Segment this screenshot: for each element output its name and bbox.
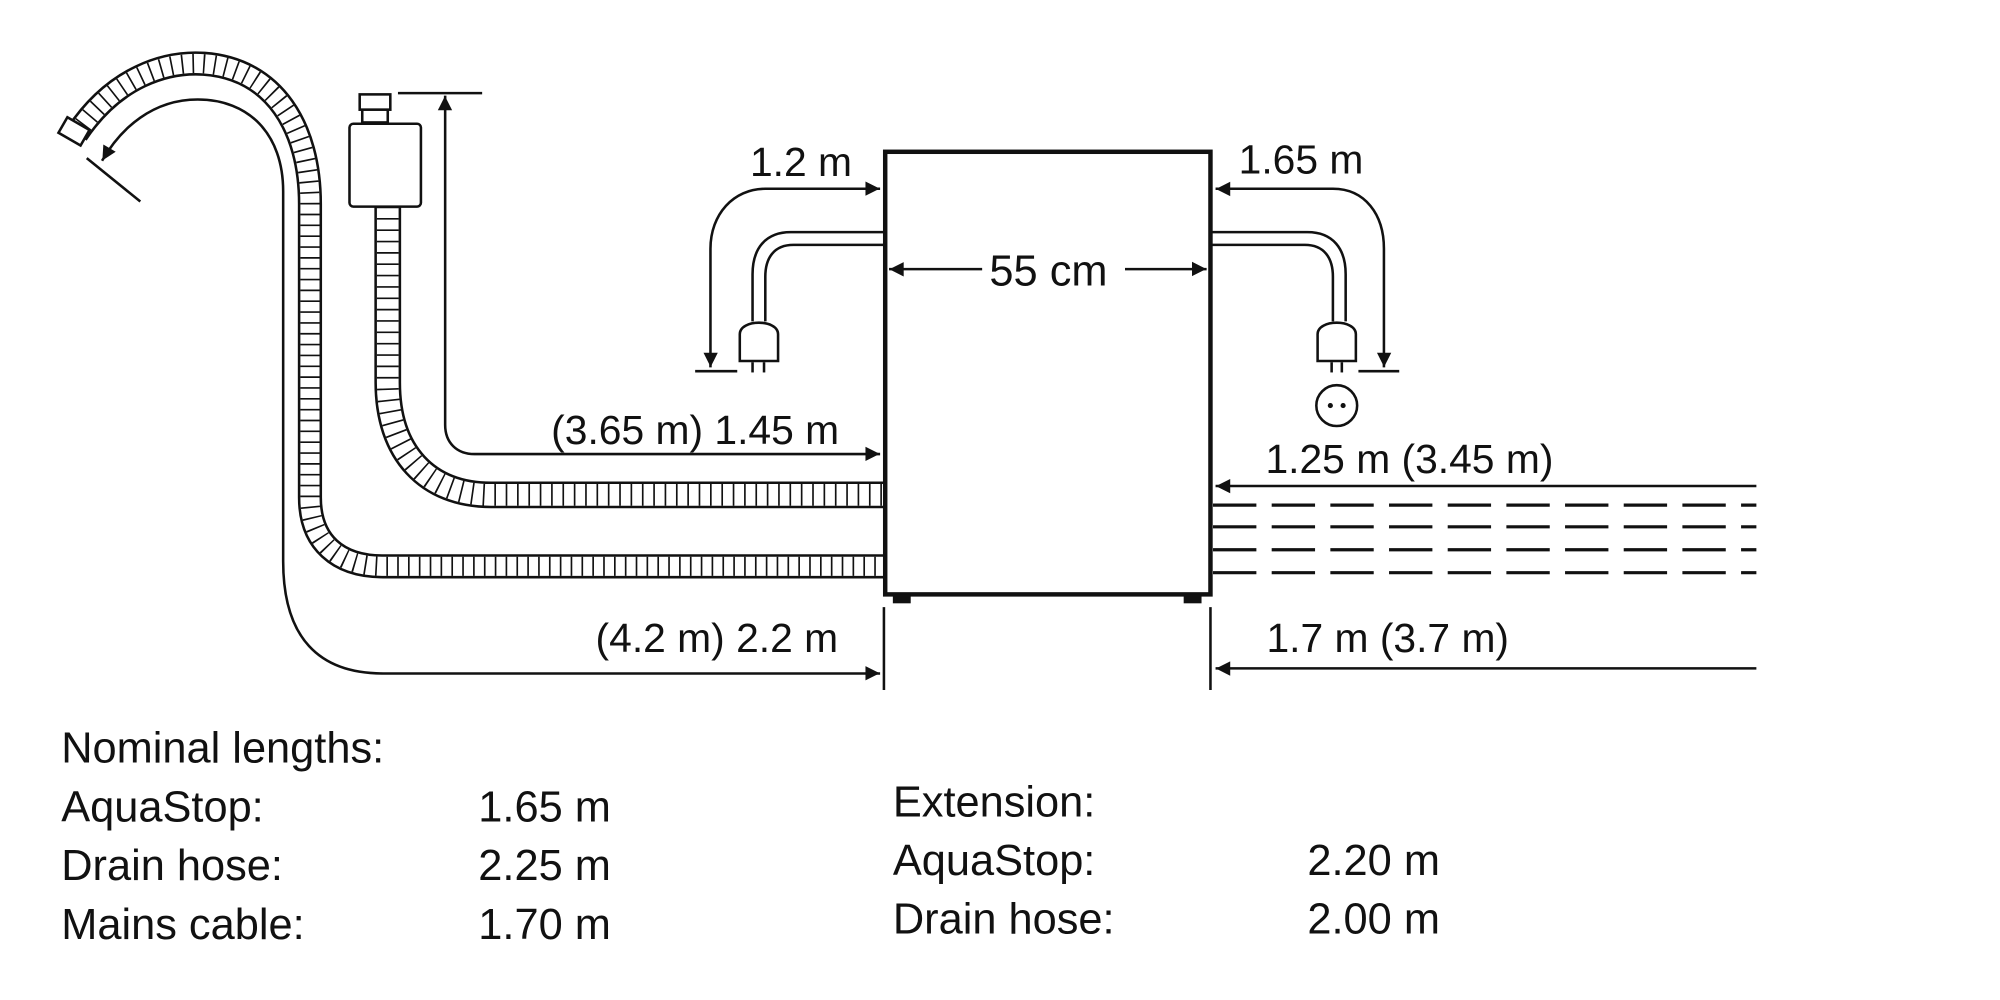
extension-row-value: 2.00 m [1307,896,1440,944]
foot-right [1183,594,1202,604]
right-mains-cable: 1.65 m [1211,136,1400,428]
drain-length-label: (4.2 m) 2.2 m [596,615,839,661]
right-lower-label: 1.7 m (3.7 m) [1266,615,1509,661]
nominal-row-value: 1.65 m [478,783,611,831]
extension-title: Extension: [893,778,1095,826]
dishwasher-body [882,149,1213,597]
aquastop-length-label: (3.65 m) 1.45 m [551,407,839,453]
nominal-row-label: Mains cable: [61,901,304,949]
nominal-row-value: 1.70 m [478,901,611,949]
plug-icon [1316,321,1358,363]
right-cable-label: 1.65 m [1239,136,1364,182]
left-cable-label: 1.2 m [750,139,852,185]
drain-hose-end-icon [56,115,92,148]
right-upper-label: 1.25 m (3.45 m) [1265,436,1553,482]
extension-row-label: Drain hose: [893,896,1115,944]
extension-dashes [1213,503,1757,575]
extension-lengths: Extension: AquaStop: 2.20 m Drain hose: … [893,778,1440,943]
nominal-row-label: Drain hose: [61,842,283,890]
extension-row-value: 2.20 m [1307,837,1440,885]
nominal-row-value: 2.25 m [478,842,611,890]
foot-left [892,594,911,604]
nominal-row-label: AquaStop: [61,783,264,831]
socket-icon [1315,383,1359,428]
left-mains-cable: 1.2 m [695,139,884,373]
nominal-title: Nominal lengths: [61,725,384,773]
extension-row-label: AquaStop: [893,837,1096,885]
nominal-lengths: Nominal lengths: AquaStop: 1.65 m Drain … [61,725,611,949]
aquastop-valve-icon [348,122,423,208]
plug-icon [738,321,780,363]
width-label: 55 cm [989,248,1107,296]
